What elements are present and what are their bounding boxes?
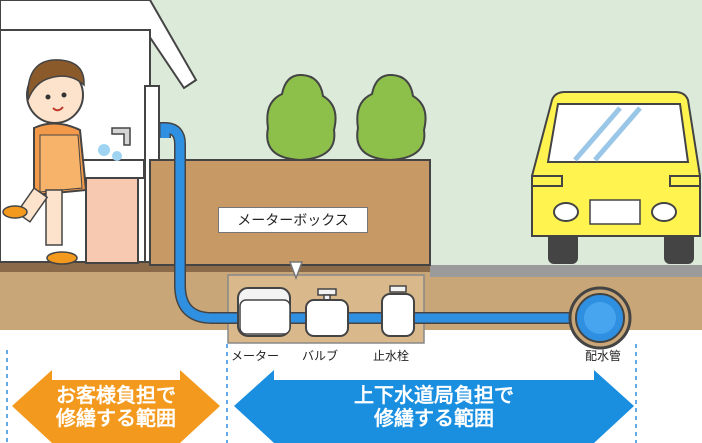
ground-surface [0,262,430,272]
bureau-range-text: 上下水道局負担で 修繕する範囲 [300,385,568,431]
meter-label: メーター [231,349,280,363]
valve-label: バルブ [302,349,339,363]
main-pipe-label: 配水管 [585,349,622,363]
water-supply-pipe [160,123,600,323]
stop-valve-label: 止水栓 [373,349,410,363]
customer-range-arrow [12,370,220,443]
meter-box-callout: メーターボックス [218,207,368,233]
road-surface [430,265,702,277]
tree-left [266,73,337,162]
bureau-range-arrow [234,370,634,443]
gate-valve [305,288,349,337]
car [531,91,701,264]
tree-right [356,73,427,162]
girl-figure [2,59,88,265]
stop-valve [381,285,415,337]
distribution-main [568,286,632,350]
bureau-range-line1: 上下水道局負担で [354,385,514,407]
sink [79,127,145,264]
water-meter [237,287,291,337]
customer-range-line1: お客様負担で [56,385,176,407]
callout-pointer [288,261,304,281]
customer-range-line2: 修繕する範囲 [56,408,176,430]
customer-range-text: お客様負担で 修繕する範囲 [40,385,192,431]
meter-box-label: メーターボックス [237,212,349,228]
bureau-range-line2: 修繕する範囲 [374,408,494,430]
